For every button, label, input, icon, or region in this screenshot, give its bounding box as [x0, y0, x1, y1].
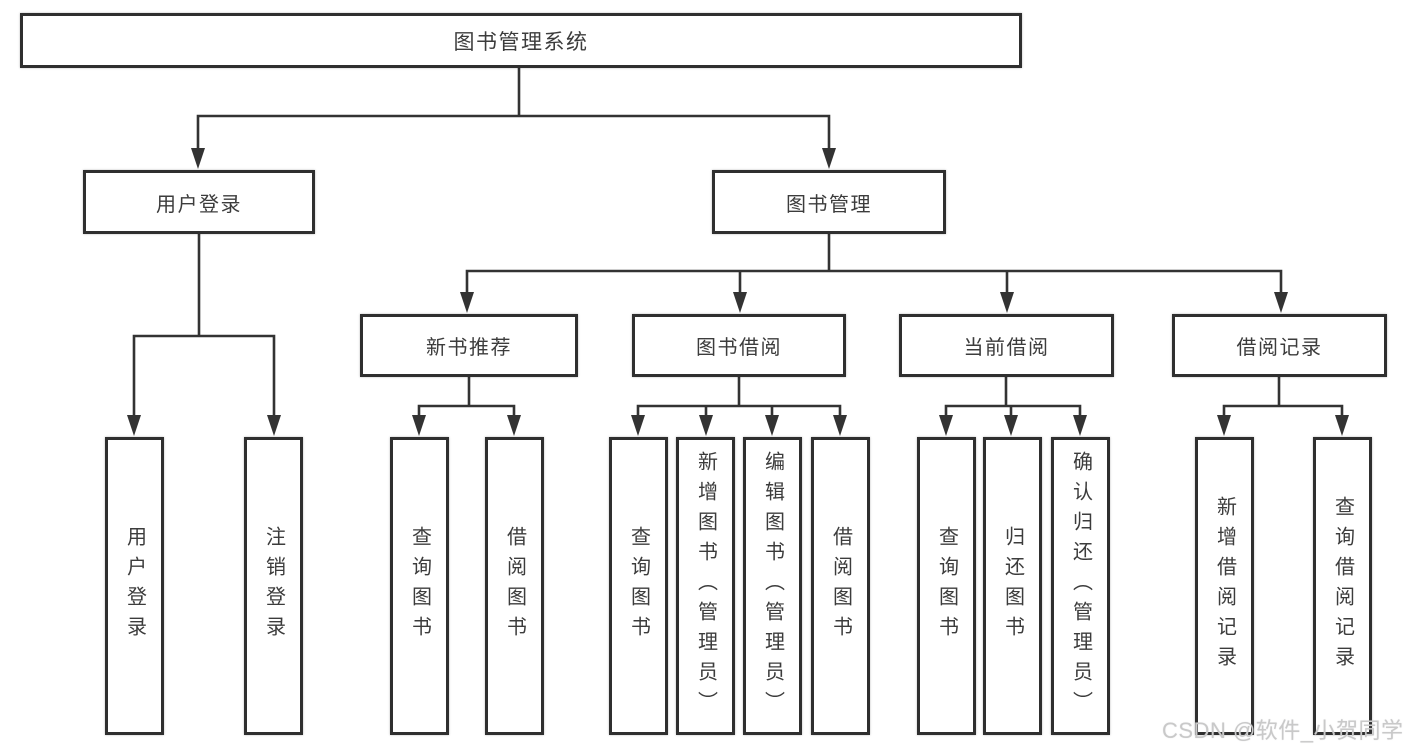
- leaf-query-books-recommend: 查询图书: [390, 437, 449, 735]
- leaf-add-borrow-record: 新增借阅记录: [1195, 437, 1254, 735]
- node-new-book-recommendation: 新书推荐: [360, 314, 578, 377]
- leaf-query-books-current: 查询图书: [917, 437, 976, 735]
- leaf-query-borrow-record: 查询借阅记录: [1313, 437, 1372, 735]
- node-borrowing-records: 借阅记录: [1172, 314, 1387, 377]
- leaf-edit-books-admin: 编辑图书（管理员）: [743, 437, 802, 735]
- leaf-add-books-admin: 新增图书（管理员）: [676, 437, 735, 735]
- node-book-borrowing: 图书借阅: [632, 314, 846, 377]
- node-current-borrowing: 当前借阅: [899, 314, 1114, 377]
- leaf-logout: 注销登录: [244, 437, 303, 735]
- node-book-management: 图书管理: [712, 170, 946, 234]
- leaf-confirm-return-admin: 确认归还（管理员）: [1051, 437, 1110, 735]
- leaf-user-login: 用户登录: [105, 437, 164, 735]
- leaf-borrow-books: 借阅图书: [811, 437, 870, 735]
- leaf-query-books-borrowing: 查询图书: [609, 437, 668, 735]
- leaf-borrow-books-recommend: 借阅图书: [485, 437, 544, 735]
- node-library-management-system: 图书管理系统: [20, 13, 1022, 68]
- csdn-watermark: CSDN @软件_小贺同学: [1162, 718, 1404, 743]
- leaf-return-books: 归还图书: [983, 437, 1042, 735]
- node-user-login: 用户登录: [83, 170, 315, 234]
- connector-arrowheads: [127, 148, 1349, 436]
